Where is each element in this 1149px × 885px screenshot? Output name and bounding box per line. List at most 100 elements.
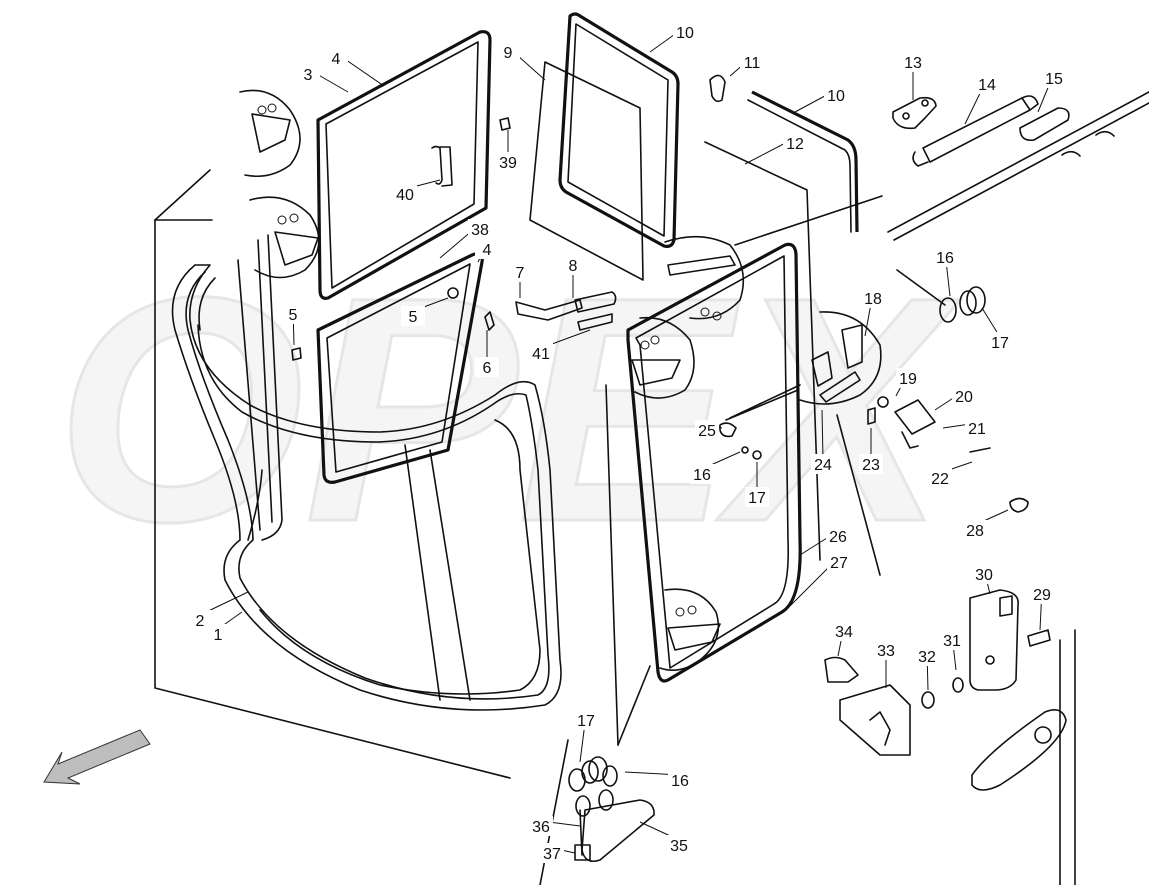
front-windscreen [171, 234, 562, 711]
watermark: OPEX [54, 229, 963, 590]
label-background [874, 640, 898, 660]
label-background [393, 184, 417, 204]
part-number-label: 38 [471, 222, 489, 239]
label-background [988, 332, 1012, 352]
part-number-label: 37 [543, 846, 561, 863]
label-background [496, 152, 520, 172]
part-number-label: 30 [975, 567, 993, 584]
callout-c18: 18 [861, 288, 885, 337]
right-frame-rail [887, 91, 1149, 241]
label-background [188, 610, 212, 630]
label-background [940, 630, 964, 650]
detail-circle-hinge-top [239, 89, 301, 178]
callout-c35: 35 [639, 821, 691, 855]
label-background [496, 42, 520, 62]
label-background [281, 304, 305, 324]
part-number-label: 26 [829, 529, 847, 546]
callout-c25: 25 [695, 420, 723, 440]
callout-c19: 19 [895, 368, 920, 397]
label-background [952, 386, 976, 406]
callout-c17b: 17 [745, 462, 769, 507]
gas-strut-assembly [892, 95, 1070, 167]
part-number-label: 14 [978, 77, 996, 94]
part-number-label: 22 [931, 471, 949, 488]
label-background [824, 85, 848, 105]
callout-c14: 14 [964, 74, 999, 125]
callout-c31: 31 [940, 630, 964, 671]
callout-c28: 28 [963, 509, 1009, 540]
part-number-label: 15 [1045, 71, 1063, 88]
callout-c26: 26 [799, 526, 850, 556]
part-number-label: 4 [332, 51, 341, 68]
part-number-label: 34 [835, 624, 853, 641]
part-number-label: 29 [1033, 587, 1051, 604]
part-number-label: 5 [409, 309, 418, 326]
part-number-label: 28 [966, 523, 984, 540]
label-background [975, 74, 999, 94]
label-background [901, 52, 925, 72]
label-background [673, 22, 697, 42]
label-background [667, 835, 691, 855]
callout-c20: 20 [934, 386, 976, 411]
roller-set-right [939, 286, 986, 323]
callout-c41: 41 [529, 329, 591, 363]
callout-c13: 13 [901, 52, 925, 100]
label-background [695, 420, 719, 440]
label-background [896, 368, 920, 388]
part-number-label: 23 [862, 457, 880, 474]
label-background [574, 710, 598, 730]
callout-c12: 12 [744, 133, 807, 165]
callout-c15: 15 [1037, 68, 1066, 113]
door-glass-9 [529, 61, 644, 281]
callout-c22: 22 [928, 461, 973, 488]
part-number-label: 40 [396, 187, 414, 204]
callout-c6: 6 [475, 330, 499, 377]
callout-c17c: 17 [574, 710, 598, 763]
part-number-label: 17 [577, 713, 595, 730]
label-background [690, 464, 714, 484]
callout-c38: 38 [439, 219, 492, 259]
part-number-label: 9 [504, 45, 513, 62]
label-background [401, 306, 425, 326]
callout-c4a: 4 [324, 48, 385, 87]
detail-circle-door-hinge [631, 316, 695, 399]
label-background [965, 418, 989, 438]
part-number-label: 20 [955, 389, 973, 406]
part-number-label: 36 [532, 819, 550, 836]
label-background [296, 64, 320, 84]
callout-c37: 37 [540, 843, 576, 863]
part-number-label: 32 [918, 649, 936, 666]
label-background [745, 487, 769, 507]
door-glass-12 [704, 141, 821, 561]
part-number-label: 21 [968, 421, 986, 438]
detail-circle-door-bottom [659, 588, 721, 671]
seal-strip-10 [747, 90, 859, 233]
label-background [529, 343, 553, 363]
callout-c16b: 16 [690, 451, 741, 484]
reference-arrows [154, 169, 946, 779]
label-background [861, 288, 885, 308]
callout-c3: 3 [296, 64, 349, 93]
label-background [972, 564, 996, 584]
callout-c32: 32 [915, 646, 939, 691]
part-number-label: 35 [670, 838, 688, 855]
bottom-hinge-assembly [539, 739, 655, 885]
door-frame [626, 242, 802, 683]
part-number-label: 24 [814, 457, 832, 474]
callout-c23: 23 [859, 428, 883, 474]
label-background [1042, 68, 1066, 88]
label-background [740, 52, 764, 72]
orientation-arrow [43, 729, 151, 785]
part-number-label: 13 [904, 55, 922, 72]
label-background [933, 247, 957, 267]
label-background [827, 552, 851, 572]
label-background [324, 48, 348, 68]
part-number-label: 10 [676, 25, 694, 42]
part-number-label: 2 [196, 613, 205, 630]
callout-c16a: 16 [933, 247, 957, 297]
label-background [811, 454, 835, 474]
callout-c21: 21 [942, 418, 989, 438]
